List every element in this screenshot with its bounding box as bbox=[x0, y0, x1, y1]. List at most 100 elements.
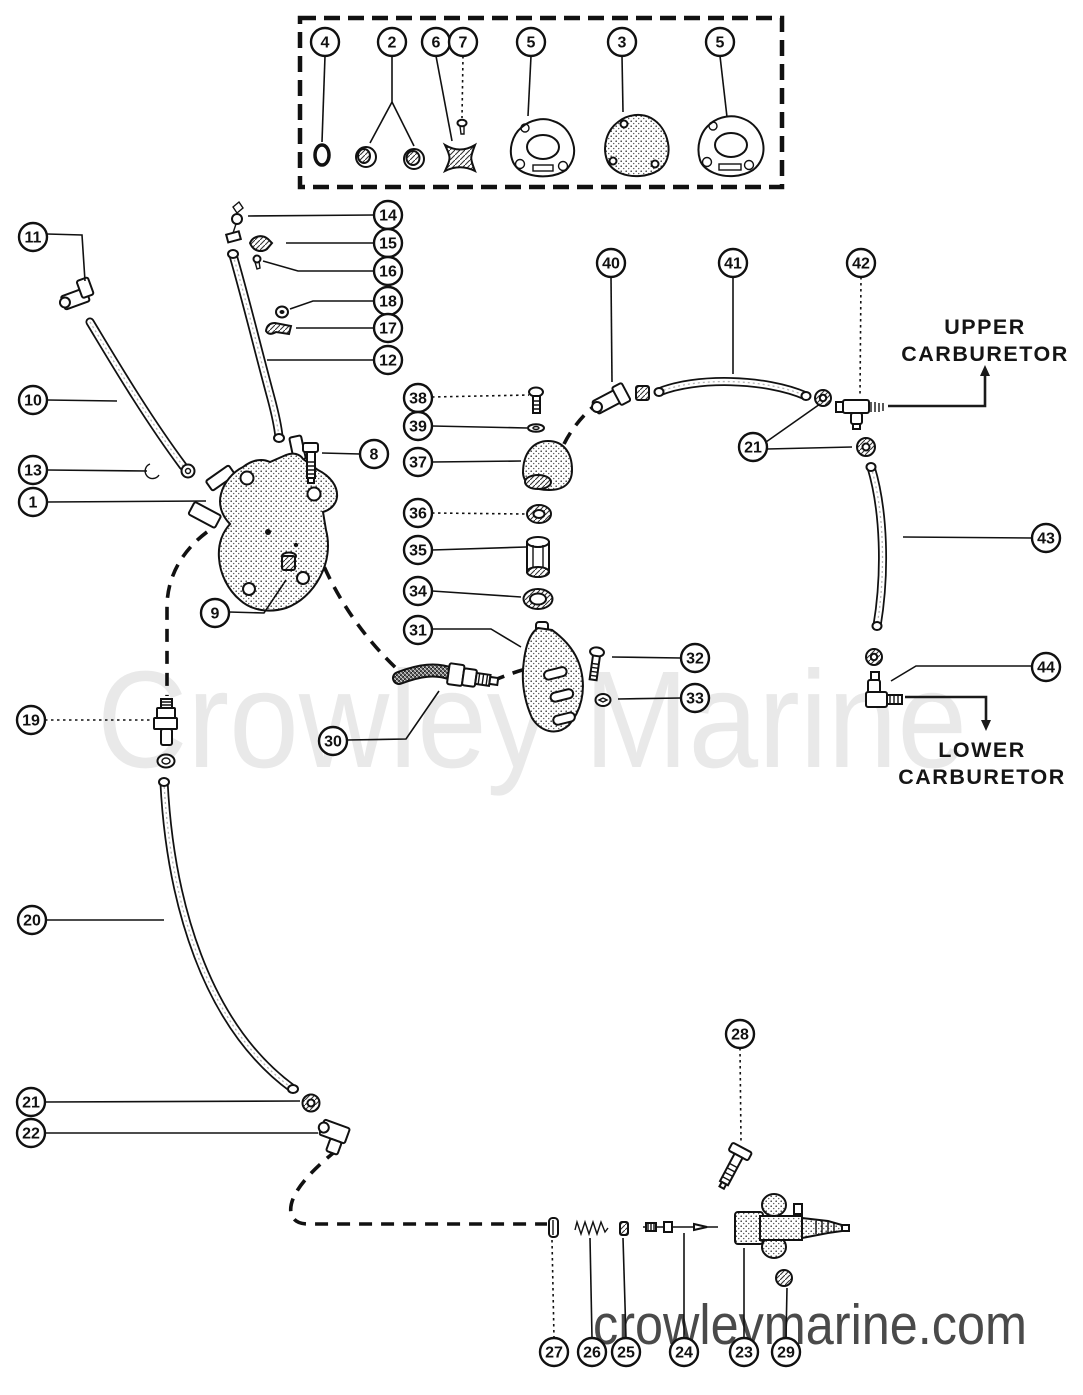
callout-5: 5 bbox=[704, 26, 736, 118]
callout-circle bbox=[737, 431, 769, 463]
leader-line bbox=[785, 1287, 788, 1339]
elbow-fitting-44 bbox=[865, 671, 903, 708]
callout-circle bbox=[717, 247, 749, 279]
callout-23: 23 bbox=[728, 1248, 760, 1368]
callout-29: 29 bbox=[770, 1287, 802, 1368]
callout-number: 5 bbox=[716, 35, 725, 52]
callout-circle bbox=[402, 497, 434, 529]
lower-carburetor-line2: CARBURETOR bbox=[898, 765, 1066, 789]
callout-number: 16 bbox=[379, 264, 397, 281]
callout-number: 21 bbox=[744, 440, 762, 457]
filter-base-31 bbox=[521, 621, 584, 733]
leader-line bbox=[228, 579, 287, 614]
callout-number: 7 bbox=[459, 35, 468, 52]
tube-nut-21-left bbox=[301, 1093, 321, 1113]
fuel-pump-fitting-14 bbox=[224, 200, 244, 244]
callout-number: 30 bbox=[324, 734, 342, 751]
upper-carburetor-line1: UPPER bbox=[944, 315, 1026, 339]
callout-number: 10 bbox=[24, 393, 42, 410]
callout-circle bbox=[770, 1336, 802, 1368]
callout-37: 37 bbox=[402, 446, 522, 478]
callout-number: 19 bbox=[22, 713, 40, 730]
callout-34: 34 bbox=[402, 575, 522, 607]
callout-number: 17 bbox=[379, 321, 397, 338]
callout-circle bbox=[372, 312, 404, 344]
callout-17: 17 bbox=[296, 312, 404, 344]
fuel-connector-body-23 bbox=[734, 1193, 850, 1259]
callout-number: 11 bbox=[25, 230, 42, 247]
leader-line bbox=[622, 1237, 627, 1339]
callout-38: 38 bbox=[402, 382, 530, 414]
upper-carburetor-label: UPPER CARBURETOR bbox=[901, 315, 1067, 366]
inset-parts-box bbox=[297, 15, 785, 190]
callout-number: 18 bbox=[379, 294, 397, 311]
leader-line bbox=[346, 690, 440, 741]
callout-6: 6 bbox=[420, 26, 453, 142]
callout-5: 5 bbox=[515, 26, 547, 117]
callout-number: 41 bbox=[724, 256, 742, 273]
callout-number: 9 bbox=[211, 606, 220, 623]
leader-line bbox=[391, 101, 415, 147]
leader-line bbox=[461, 55, 464, 119]
callout-3: 3 bbox=[606, 26, 638, 113]
gasket-5a bbox=[509, 118, 576, 178]
filter-element-35 bbox=[526, 536, 550, 578]
spring-26 bbox=[574, 1219, 609, 1237]
leader-line bbox=[551, 1239, 555, 1339]
callout-number: 43 bbox=[1037, 531, 1055, 548]
callout-number: 28 bbox=[731, 1027, 749, 1044]
plunger-27 bbox=[548, 1217, 559, 1238]
leader-line bbox=[431, 460, 522, 463]
callout-36: 36 bbox=[402, 497, 526, 529]
callout-24: 24 bbox=[668, 1233, 700, 1368]
callout-number: 2 bbox=[388, 35, 397, 52]
callout-number: 35 bbox=[409, 543, 427, 560]
o-ring-4 bbox=[313, 143, 331, 167]
callout-number: 1 bbox=[29, 495, 38, 512]
bolt-28 bbox=[718, 1142, 753, 1191]
clip-17 bbox=[264, 321, 293, 336]
callout-43: 43 bbox=[902, 522, 1062, 554]
callout-31: 31 bbox=[402, 614, 522, 648]
diaphragm-3 bbox=[604, 113, 670, 178]
callout-15: 15 bbox=[286, 227, 404, 259]
callout-8: 8 bbox=[321, 438, 390, 470]
callout-13: 13 bbox=[17, 454, 148, 486]
callout-circle bbox=[402, 446, 434, 478]
callout-44: 44 bbox=[890, 651, 1062, 683]
callout-20: 20 bbox=[16, 904, 164, 936]
callout-number: 12 bbox=[379, 353, 397, 370]
callout-number: 27 bbox=[545, 1345, 563, 1362]
leader-line bbox=[46, 469, 148, 472]
callout-4: 4 bbox=[309, 26, 341, 143]
callout-circle bbox=[402, 575, 434, 607]
leader-line bbox=[431, 425, 528, 429]
callout-number: 29 bbox=[777, 1345, 795, 1362]
callout-circle bbox=[447, 26, 479, 58]
callout-circle bbox=[15, 1117, 47, 1149]
callout-number: 37 bbox=[409, 455, 427, 472]
callout-16: 16 bbox=[262, 255, 404, 287]
leader-line bbox=[719, 55, 728, 118]
callout-number: 23 bbox=[735, 1345, 753, 1362]
callout-circle bbox=[845, 247, 877, 279]
check-valve-2a bbox=[355, 146, 377, 168]
callout-circle bbox=[1030, 651, 1062, 683]
callout-circle bbox=[724, 1018, 756, 1050]
callout-number: 34 bbox=[409, 584, 427, 601]
callout-number: 14 bbox=[379, 208, 397, 225]
callout-number: 38 bbox=[409, 391, 427, 408]
callout-21: 21 bbox=[737, 403, 853, 463]
callout-number: 15 bbox=[379, 236, 397, 253]
leader-line bbox=[589, 1237, 593, 1339]
callout-21: 21 bbox=[15, 1086, 301, 1118]
valve-retainer-6 bbox=[442, 142, 477, 174]
leader-line bbox=[527, 55, 532, 117]
callout-number: 4 bbox=[321, 35, 330, 52]
callout-circle bbox=[358, 438, 390, 470]
callout-19: 19 bbox=[15, 704, 152, 736]
leader-line bbox=[369, 56, 393, 144]
callout-26: 26 bbox=[576, 1237, 608, 1368]
callout-circle bbox=[15, 1086, 47, 1118]
